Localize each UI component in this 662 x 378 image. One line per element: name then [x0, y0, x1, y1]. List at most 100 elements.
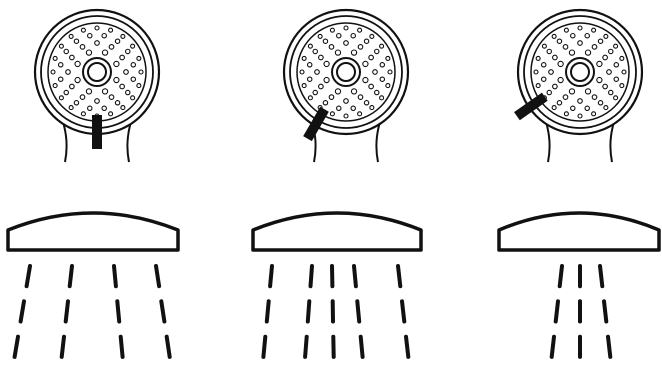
- nozzle-dot: [307, 43, 313, 49]
- nozzle-dot: [608, 89, 614, 96]
- water-dash: [606, 334, 613, 359]
- water-dash: [400, 299, 407, 324]
- water-dash: [303, 334, 309, 359]
- nozzle-dot: [119, 54, 125, 61]
- nozzle-dot: [80, 111, 86, 117]
- nozzle-dot: [535, 83, 541, 89]
- nozzle-dot: [577, 25, 583, 31]
- nozzle-dot: [125, 89, 131, 96]
- nozzle-dot: [312, 48, 318, 55]
- nozzle-dot: [329, 111, 335, 117]
- nozzle-dot: [114, 38, 121, 44]
- nozzle-dot: [87, 105, 93, 112]
- nozzle-dot: [336, 105, 342, 112]
- nozzle-dot: [557, 76, 564, 84]
- nozzle-dot: [299, 69, 305, 75]
- shower-head-face-icon: [514, 8, 644, 163]
- water-dash: [63, 299, 70, 324]
- nozzle-dot: [613, 76, 620, 82]
- panel-medium: [251, 8, 423, 359]
- nozzle-dot: [577, 113, 583, 119]
- nozzle-dot: [551, 105, 557, 111]
- water-stream-icon: [549, 264, 613, 359]
- nozzle-dot: [546, 48, 552, 55]
- nozzle-dot: [79, 94, 86, 100]
- nozzle-dot: [535, 55, 541, 61]
- handle-left-edge: [545, 121, 551, 163]
- nozzle-dot: [372, 69, 378, 75]
- nozzle-dot: [350, 88, 358, 95]
- nozzle-dot: [120, 105, 126, 111]
- nozzle-dot: [138, 69, 144, 75]
- nozzle-dot: [385, 83, 391, 89]
- nozzle-dot: [591, 27, 597, 33]
- nozzle-dot: [306, 76, 313, 82]
- shower-head-side-icon: [497, 211, 661, 252]
- nozzle-dot: [350, 32, 356, 39]
- nozzle-dot: [322, 38, 329, 44]
- nozzle-dot: [318, 83, 324, 90]
- nozzle-dot: [108, 111, 114, 117]
- nozzle-dot: [597, 100, 604, 106]
- shower-head-face-icon: [282, 8, 410, 163]
- nozzle-dot: [323, 76, 330, 84]
- nozzle-dot: [608, 48, 614, 55]
- nozzle-dot: [80, 27, 86, 33]
- nozzle-dot: [613, 43, 619, 49]
- nozzle-dot: [552, 54, 558, 61]
- panel-narrow: [497, 8, 661, 359]
- water-dash: [598, 264, 605, 289]
- nozzle-dot: [108, 27, 114, 33]
- nozzle-dot: [591, 94, 598, 100]
- nozzle-dot: [613, 62, 620, 68]
- nozzle-dot: [307, 95, 313, 101]
- nozzle-dot: [541, 43, 547, 49]
- spray-lever: [92, 115, 102, 149]
- lever-left-down: [303, 106, 329, 142]
- nozzle-dot: [362, 60, 369, 68]
- center-ring-inner: [336, 62, 356, 82]
- nozzle-dot: [65, 69, 71, 75]
- nozzle-dot: [130, 95, 136, 101]
- water-stream-icon: [12, 264, 172, 359]
- nozzle-dot: [562, 94, 569, 100]
- nozzle-dot: [87, 32, 93, 39]
- nozzle-dot: [73, 100, 80, 106]
- nozzle-dot: [57, 76, 64, 82]
- nozzle-dot: [568, 49, 576, 56]
- nozzle-dot: [113, 60, 120, 68]
- nozzle-dot: [350, 49, 358, 56]
- nozzle-dot: [363, 38, 370, 44]
- nozzle-dot: [374, 48, 380, 55]
- nozzle-dot: [374, 89, 380, 96]
- water-dash: [118, 334, 125, 359]
- nozzle-dot: [591, 111, 597, 117]
- nozzle-dot: [52, 55, 58, 61]
- nozzle-dot: [343, 113, 349, 119]
- nozzle-dot: [94, 40, 100, 46]
- nozzle-dot: [546, 89, 552, 96]
- nozzle-dot: [108, 44, 115, 50]
- nozzle-dot: [577, 40, 583, 46]
- nozzle-dot: [379, 95, 385, 101]
- nozzle-dot: [619, 55, 625, 61]
- nozzle-dot: [563, 111, 569, 117]
- water-dash: [115, 299, 122, 324]
- nozzle-dot: [130, 43, 136, 49]
- shower-head-side-icon: [6, 211, 180, 252]
- water-dash: [154, 264, 162, 289]
- nozzle-dot: [114, 100, 121, 106]
- water-dash: [24, 264, 32, 289]
- nozzle-dot: [85, 88, 93, 95]
- nozzle-dot: [119, 83, 125, 90]
- head-profile: [497, 211, 661, 252]
- nozzle-dot: [584, 32, 590, 39]
- nozzle-dot: [584, 49, 592, 56]
- water-dash: [602, 299, 609, 324]
- nozzle-dot: [136, 55, 142, 61]
- nozzle-dot: [74, 76, 81, 84]
- water-dash: [67, 264, 74, 289]
- nozzle-dot: [613, 95, 619, 101]
- nozzle-dot: [350, 105, 356, 112]
